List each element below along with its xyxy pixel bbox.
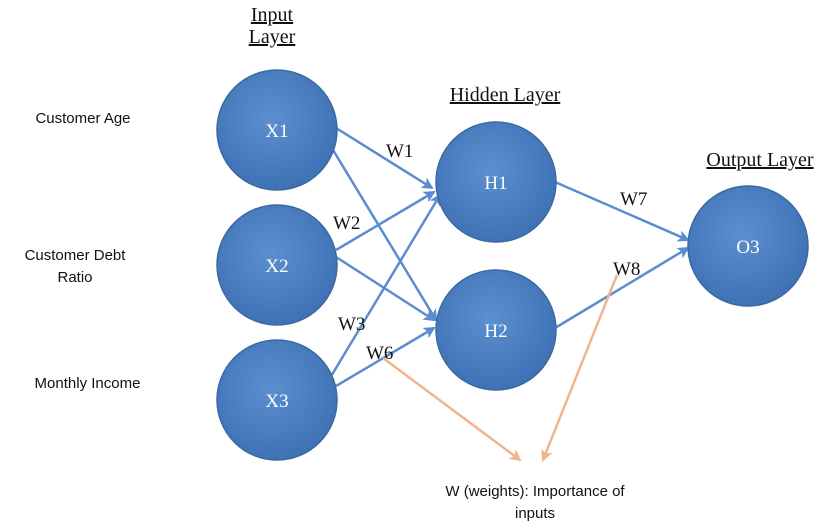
node-label-h2: H2: [484, 321, 507, 342]
edge-x2-h1: [335, 190, 436, 252]
edge-h2-o3: [554, 246, 690, 330]
input-label-debt-ratio: Customer Debt Ratio: [0, 245, 150, 289]
node-h2: [435, 269, 557, 391]
annotation-arrow-left: [382, 356, 522, 462]
weight-label-w2: W2: [333, 213, 360, 234]
input-label-debt-line2: Ratio: [57, 269, 93, 286]
weight-label-w8: W8: [613, 259, 640, 280]
node-o3: [687, 185, 809, 307]
weight-label-w1: W1: [386, 141, 413, 162]
node-label-x2: X2: [265, 256, 288, 277]
edge-x1-h1: [335, 126, 434, 190]
weights-note-line2: inputs: [514, 505, 556, 522]
node-x2: [216, 204, 338, 326]
node-h1: [435, 121, 557, 243]
annotation-arrow-right: [541, 274, 619, 462]
input-label-debt-line1: Customer Debt: [24, 247, 126, 264]
edge-x1-h2: [328, 144, 438, 322]
edge-h1-o3: [554, 180, 690, 242]
node-label-o3: O3: [736, 237, 759, 258]
edge-x3-h1: [328, 193, 442, 379]
input-layer-title-line1: Input: [250, 4, 294, 26]
node-label-h1: H1: [484, 173, 507, 194]
node-label-x3: X3: [265, 391, 288, 412]
weight-label-w7: W7: [620, 189, 647, 210]
node-x3: [216, 339, 338, 461]
input-label-age: Customer Age: [35, 110, 131, 127]
weight-label-w3: W3: [338, 314, 365, 335]
input-layer-title-line2: Layer: [248, 26, 296, 48]
input-label-income: Monthly Income: [34, 375, 141, 392]
output-layer-title: Output Layer: [706, 149, 814, 171]
weight-label-w6: W6: [366, 343, 393, 364]
node-label-x1: X1: [265, 121, 288, 142]
hidden-layer-title: Hidden Layer: [449, 84, 561, 106]
weights-note-line1: W (weights): Importance of: [445, 483, 625, 500]
weights-note: W (weights): Importance of inputs: [405, 481, 665, 525]
edge-x3-h2: [335, 326, 436, 388]
node-x1: [216, 69, 338, 191]
input-layer-title: Input Layer: [232, 4, 312, 48]
